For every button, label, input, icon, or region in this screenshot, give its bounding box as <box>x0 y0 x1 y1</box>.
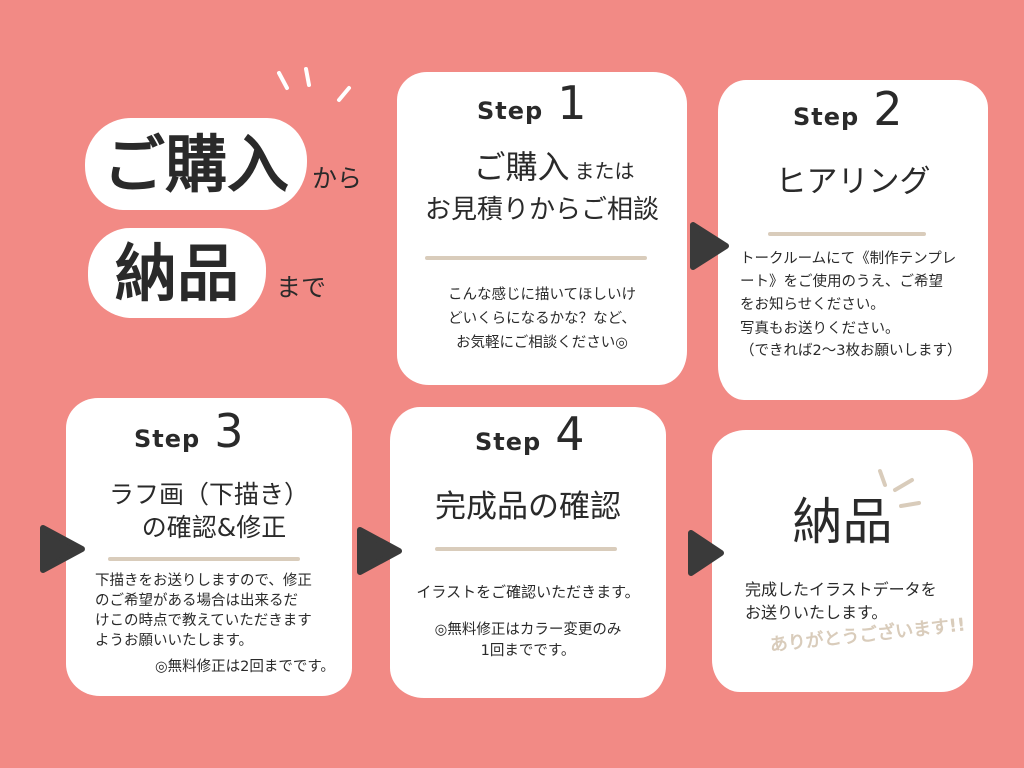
step-3-heading-line2: の確認&修正 <box>141 513 287 542</box>
step-1-card: Step 1 ご購入 または お見積りからご相談 こんな感じに描いてほしいけ ど… <box>397 72 687 385</box>
step-4-card: Step 4 完成品の確認 イラストをご確認いただきます。 ◎無料修正はカラー変… <box>390 407 666 698</box>
step-number: 3 <box>214 404 244 458</box>
title-from: から <box>312 164 363 193</box>
step-4-body-line: イラストをご確認いただきます。 <box>416 583 640 601</box>
step-number: 4 <box>555 407 585 461</box>
step-2-body-line: をお知らせください。 <box>740 297 885 313</box>
step-2-body-line: ート》をご使用のうえ、ご希望 <box>740 274 943 290</box>
step-3-body-line: のご希望がある場合は出来るだ <box>95 593 298 609</box>
step-1-heading: ご購入 または <box>397 148 687 186</box>
step-1-heading-suffix: または <box>574 159 635 183</box>
title-delivery: 納品 <box>114 237 239 310</box>
step-4-divider <box>435 547 617 551</box>
step-1-body-line: どいくらになるかな？など、 <box>448 311 636 327</box>
step-2-label: Step 2 <box>793 86 903 132</box>
sparkle-stroke <box>277 71 289 90</box>
step-2-body-line: （できれば2〜3枚お願いします） <box>740 343 962 359</box>
step-2-card: Step 2 ヒアリング トークルームにて《制作テンプレ ート》をご使用のうえ、… <box>718 80 988 400</box>
delivery-body-line: お送りいたします。 <box>745 603 888 622</box>
step-4-note: ◎無料修正はカラー変更のみ <box>434 622 622 638</box>
step-2-heading: ヒアリング <box>775 164 931 200</box>
step-1-label: Step 1 <box>477 80 587 126</box>
step-2-divider <box>768 232 926 236</box>
step-4-heading: 完成品の確認 <box>435 489 621 525</box>
step-3-label: Step 3 <box>134 408 244 454</box>
step-1-heading-line2: お見積りからご相談 <box>424 195 659 225</box>
step-3-heading-line1: ラフ画（下描き） <box>108 480 309 509</box>
step-3-body-line: ようお願いいたします。 <box>95 633 254 649</box>
step-number: 1 <box>557 76 587 130</box>
step-word: Step <box>793 103 860 131</box>
title-sparkle-icon <box>277 67 351 102</box>
title-blob-purchase: ご購入 <box>85 118 307 210</box>
sparkle-stroke <box>337 86 351 102</box>
step-number: 2 <box>873 82 903 136</box>
step-1-divider <box>425 256 647 260</box>
step-word: Step <box>475 428 542 456</box>
step-4-note: 1回までです。 <box>480 643 576 659</box>
title-purchase: ご購入 <box>102 128 289 201</box>
step-3-note: ◎無料修正は2回までです。 <box>155 659 335 675</box>
step-4-label: Step 4 <box>475 411 585 457</box>
delivery-card: 納品 完成したイラストデータを お送りいたします。 ありがとうございます!! <box>712 430 973 692</box>
sparkle-stroke <box>304 67 311 87</box>
title-blob-delivery: 納品 <box>88 228 266 318</box>
delivery-body-line: 完成したイラストデータを <box>745 580 937 599</box>
step-3-divider <box>108 557 300 561</box>
step-1-body-line: こんな感じに描いてほしいけ <box>447 287 637 303</box>
delivery-heading: 納品 <box>792 493 893 551</box>
step-3-body-line: 下描きをお送りしますので、修正 <box>95 573 312 589</box>
step-word: Step <box>477 97 544 125</box>
step-3-body-line: けこの時点で教えていただきます <box>95 613 312 629</box>
step-1-heading-main: ご購入 <box>473 148 570 186</box>
step-3-card: Step 3 ラフ画（下描き） の確認&修正 下描きをお送りしますので、修正 の… <box>66 398 352 696</box>
step-2-body-line: トークルームにて《制作テンプレ <box>740 251 957 267</box>
title-until: まで <box>276 273 327 302</box>
step-2-body-line: 写真もお送りください。 <box>740 321 900 337</box>
step-word: Step <box>134 425 201 453</box>
step-1-body-line: お気軽にご相談ください◎ <box>456 335 628 351</box>
